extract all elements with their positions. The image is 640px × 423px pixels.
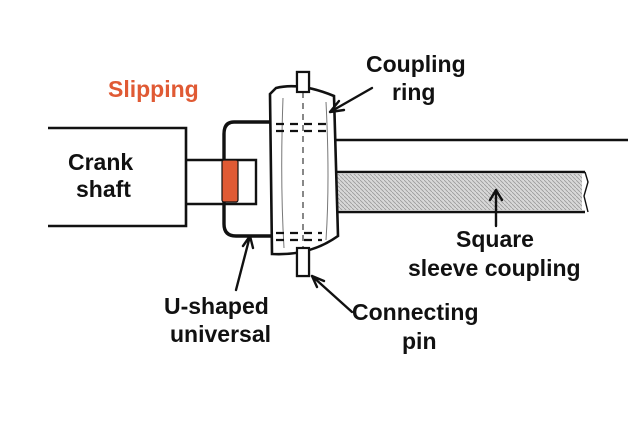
label-ushaped-line1: U-shaped bbox=[164, 293, 269, 319]
label-crank-line1: Crank bbox=[68, 149, 133, 175]
coupling-ring-arrow bbox=[328, 86, 374, 114]
u-shaped-universal-arrow bbox=[234, 234, 255, 292]
label-crank-line2: shaft bbox=[76, 176, 131, 202]
crank-shaft-shape bbox=[48, 126, 188, 228]
square-sleeve-coupling-shape bbox=[335, 138, 628, 214]
ring-shading-2 bbox=[325, 101, 329, 241]
label-coupling-line2: ring bbox=[392, 79, 435, 105]
label-coupling-line1: Coupling bbox=[366, 51, 466, 77]
label-slipping: Slipping bbox=[108, 76, 199, 102]
coupling-ring-shape bbox=[268, 84, 340, 256]
label-square-line2: sleeve coupling bbox=[408, 255, 581, 281]
label-ushaped-line2: universal bbox=[170, 321, 271, 347]
connecting-pin-arrow bbox=[310, 274, 354, 314]
square-sleeve-arrow bbox=[488, 188, 504, 228]
label-connecting-line2: pin bbox=[402, 328, 437, 354]
slipping-highlight bbox=[221, 159, 239, 203]
label-connecting-line1: Connecting bbox=[352, 299, 479, 325]
label-square-line1: Square bbox=[456, 226, 534, 252]
shaft-stub bbox=[186, 158, 258, 206]
